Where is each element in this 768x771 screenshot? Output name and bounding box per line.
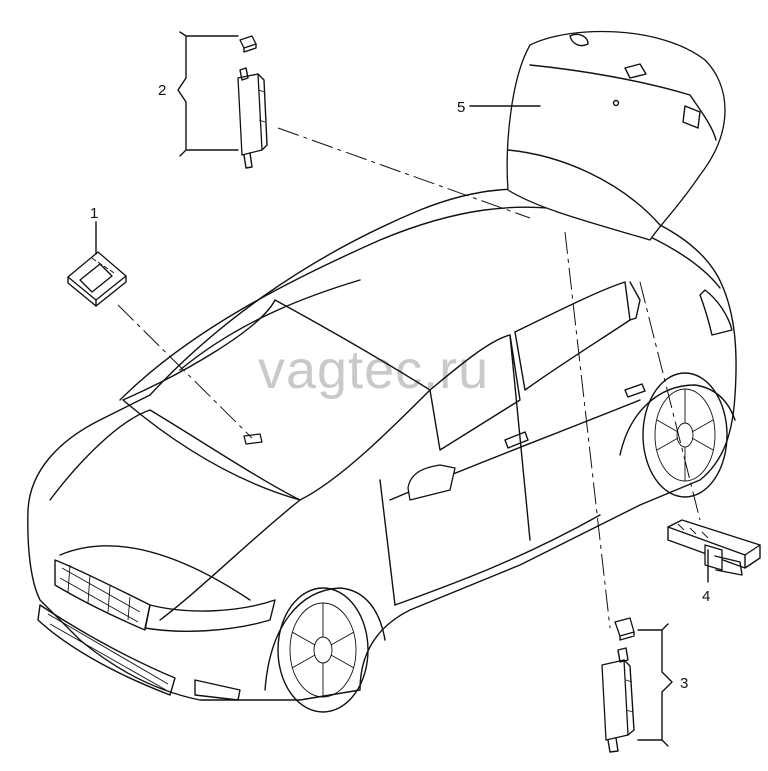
callout-1: 1: [90, 205, 98, 222]
callout-brackets: [95, 31, 709, 747]
control-module-part: [67, 251, 127, 307]
callout-labels: 1 2 3 4 5: [90, 82, 710, 692]
callout-4: 4: [702, 588, 710, 605]
car-illustration: [27, 188, 737, 713]
watermark-text: vagtec.ru: [258, 340, 489, 400]
callout-5: 5: [457, 99, 465, 116]
leader-lines: [117, 127, 701, 629]
connector-part: [667, 519, 761, 576]
antenna-amplifier-upper-part: [237, 35, 268, 169]
rear-window-part: [506, 30, 726, 241]
callout-3: 3: [680, 675, 688, 692]
antenna-amplifier-lower-part: [601, 617, 635, 753]
callout-2: 2: [158, 82, 166, 99]
